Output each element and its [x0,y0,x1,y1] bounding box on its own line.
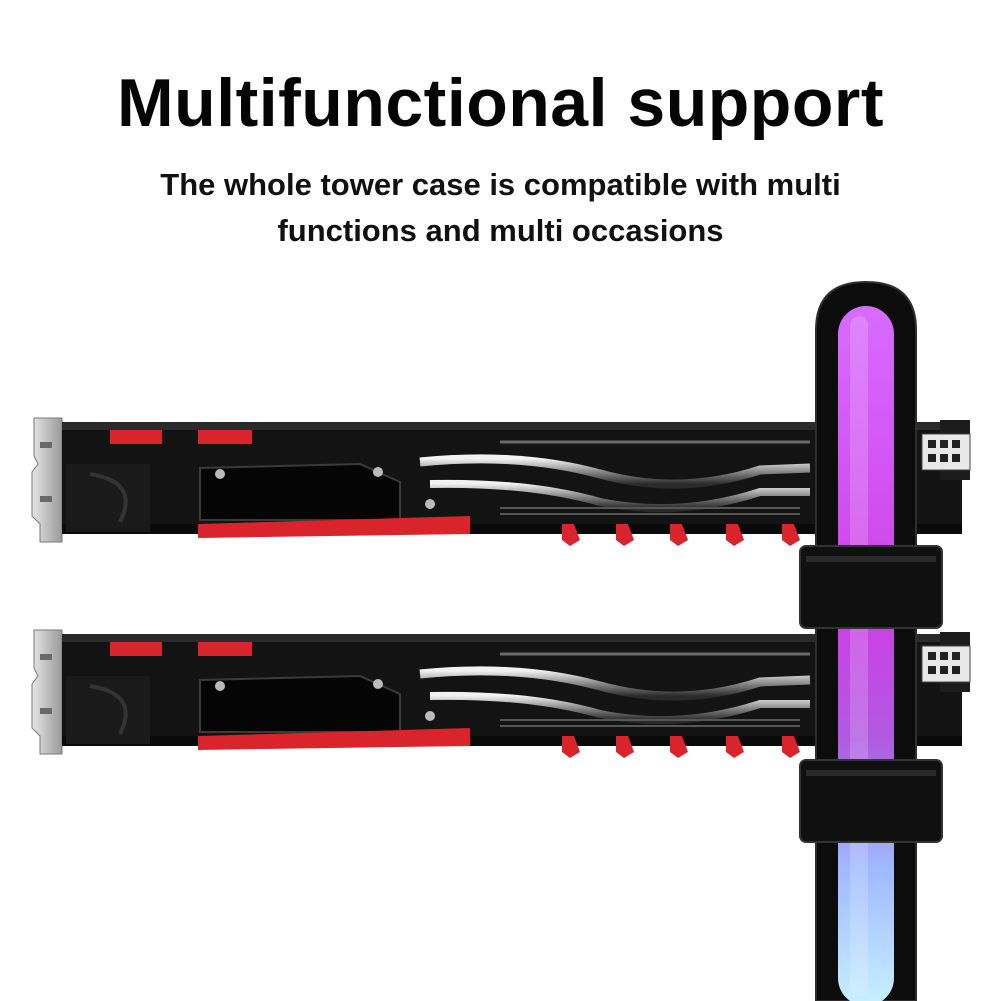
subtitle-line-2: functions and multi occasions [277,213,724,248]
rgb-support-pillar [815,280,917,1001]
page-title: Multifunctional support [117,65,884,141]
page-subtitle: The whole tower case is compatible with … [90,162,911,254]
subtitle-line-1: The whole tower case is compatible with … [160,167,841,202]
pillar-clip-upper [799,545,943,629]
pillar-clip-lower [799,759,943,843]
